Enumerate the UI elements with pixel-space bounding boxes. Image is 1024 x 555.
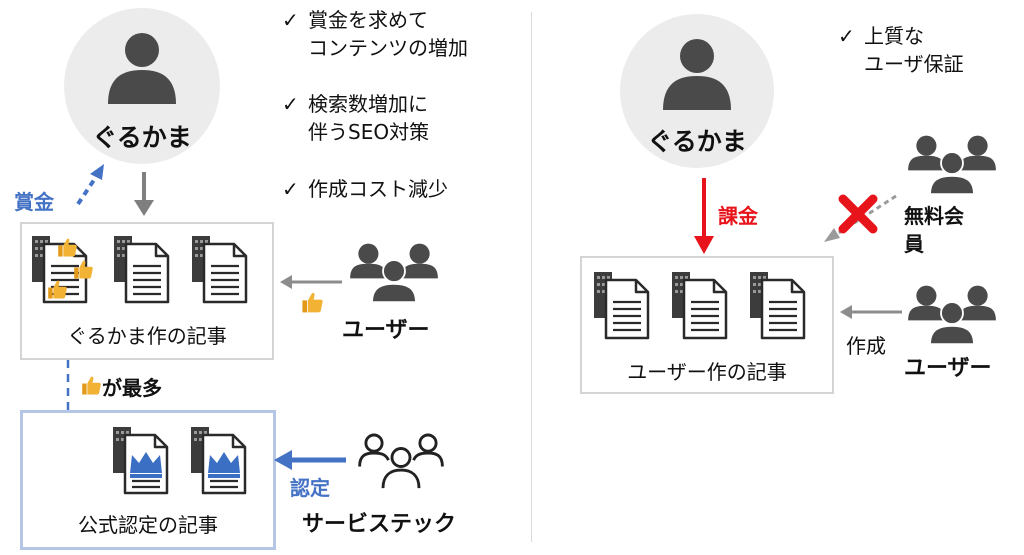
blocked-x-icon [838,194,878,234]
billing-label: 課金 [718,204,758,228]
benefit-1: ✓賞金を求めて コンテンツの増加 [282,8,468,60]
prize-arrow [76,164,104,206]
left-articles-box: ぐるかま作の記事 [20,222,274,360]
person-icon [657,32,737,112]
benefit-3: ✓作成コスト減少 [282,177,448,201]
thumbs-up-icon [46,278,68,300]
check-icon: ✓ [282,8,299,32]
prize-label: 賞金 [14,190,54,214]
check-icon: ✓ [282,177,299,201]
document-icon [190,234,250,304]
quality-bullet: ✓上質な ユーザ保証 [838,24,964,76]
free-members-icon [906,132,998,196]
document-icon [592,270,652,340]
official-articles-box: 公式認定の記事 [20,410,276,550]
create-label: 作成 [846,334,886,358]
service-team-icon [356,430,446,494]
right-articles-caption: ユーザー作の記事 [627,360,787,384]
right-articles-box: ユーザー作の記事 [580,256,834,394]
certify-arrow [274,450,346,470]
right-users-label: ユーザー [904,356,992,381]
users-group-icon [348,240,440,304]
document-icon [112,234,172,304]
down-arrow [134,172,154,216]
billing-arrow [694,178,714,254]
left-articles-caption: ぐるかま作の記事 [67,324,227,348]
right-persona-name: ぐるかま [647,127,747,156]
crown-document-icon [111,425,171,495]
right-persona-circle: ぐるかま [620,14,774,168]
thumbs-up-icon [80,374,102,396]
document-icon [748,270,808,340]
create-arrow [840,305,902,319]
certify-label: 認定 [290,476,330,500]
official-caption: 公式認定の記事 [78,513,218,537]
left-persona-name: ぐるかま [92,123,192,152]
free-member-label: 無料会 員 [904,204,964,256]
check-icon: ✓ [282,92,299,116]
crown-document-icon [189,425,249,495]
thumbs-up-icon [56,236,78,258]
thumbs-up-icon [72,258,94,280]
thumbs-up-icon [300,290,324,314]
divider [531,12,532,542]
person-icon [102,26,182,106]
like-arrow [280,275,342,289]
service-label: サービステック [302,512,457,537]
check-icon: ✓ [838,24,855,48]
users-group-icon [906,282,998,346]
left-persona-circle: ぐるかま [64,8,220,164]
document-icon [670,270,730,340]
most-likes-label: が最多 [102,376,162,400]
benefit-2: ✓検索数増加に 伴うSEO対策 [282,92,430,144]
left-users-label: ユーザー [342,318,430,343]
